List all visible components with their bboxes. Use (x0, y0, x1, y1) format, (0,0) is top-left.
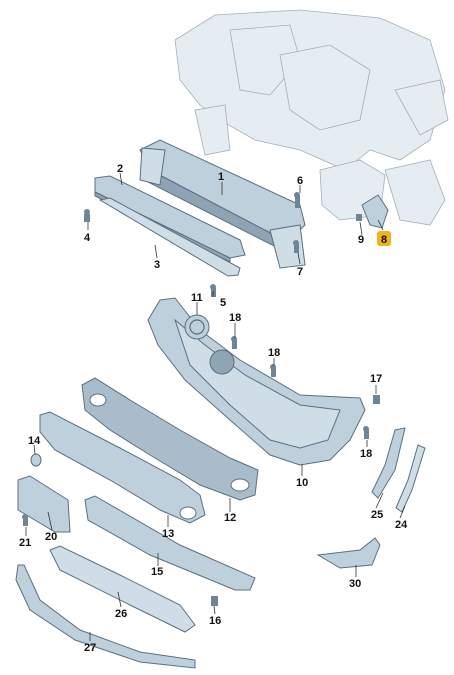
callout-20: 20 (45, 531, 57, 543)
callout-18c: 18 (360, 448, 372, 460)
callout-7: 7 (297, 266, 303, 278)
clip-14 (30, 453, 42, 467)
callout-17: 17 (370, 373, 382, 385)
leader-lines (25, 172, 406, 641)
side-trim-25 (371, 427, 406, 499)
license-plate-bracket (17, 475, 71, 533)
screw-7 (293, 240, 299, 253)
fasteners (22, 192, 380, 606)
callout-27: 27 (84, 642, 96, 654)
callout-21: 21 (19, 537, 31, 549)
screw-18b (270, 364, 276, 377)
callout-25: 25 (371, 509, 383, 521)
callout-18b: 18 (268, 347, 280, 359)
callout-8: 8 (381, 234, 387, 246)
mounting-bracket (361, 194, 389, 229)
lower-lip-trim (15, 564, 196, 669)
callout-10: 10 (296, 477, 308, 489)
callout-13: 13 (162, 528, 174, 540)
callout-26: 26 (115, 608, 127, 620)
callout-2: 2 (117, 163, 123, 175)
clip-16 (211, 596, 218, 606)
screw-21 (22, 514, 28, 526)
callout-5: 5 (220, 297, 226, 309)
callout-8-highlight: 8 (377, 231, 391, 246)
bumper-cover (147, 297, 366, 466)
callout-12: 12 (224, 512, 236, 524)
air-deflector (49, 545, 196, 633)
callout-15: 15 (151, 566, 163, 578)
callout-6: 6 (297, 175, 303, 187)
side-trim-24 (395, 444, 426, 513)
bolt-6 (294, 192, 300, 208)
callout-3: 3 (154, 259, 160, 271)
clip-17 (373, 395, 380, 404)
screw-18a (231, 336, 237, 349)
lower-grille (81, 377, 259, 501)
nut-9 (356, 214, 362, 221)
screw-5 (210, 284, 216, 297)
lower-spoiler (84, 495, 256, 591)
callout-16: 16 (209, 615, 221, 627)
callout-18a: 18 (229, 312, 241, 324)
vw-emblem (184, 314, 210, 340)
corner-trim (316, 537, 381, 569)
callout-30: 30 (349, 578, 361, 590)
callout-11: 11 (191, 292, 203, 304)
callout-14: 14 (28, 435, 41, 447)
air-intake-trim (39, 411, 206, 524)
lower-support-strip (98, 197, 241, 277)
callout-1: 1 (218, 171, 224, 183)
vehicle-body-structure (174, 9, 449, 226)
callout-24: 24 (395, 519, 408, 531)
callout-labels: 1 2 3 4 5 6 7 8 9 10 11 12 13 14 15 16 1… (19, 163, 408, 654)
screw-4 (84, 209, 90, 222)
callout-4: 4 (84, 232, 91, 244)
screw-18c (363, 426, 369, 439)
bumper-reinforcement-beam (139, 139, 306, 269)
callout-9: 9 (358, 234, 364, 246)
